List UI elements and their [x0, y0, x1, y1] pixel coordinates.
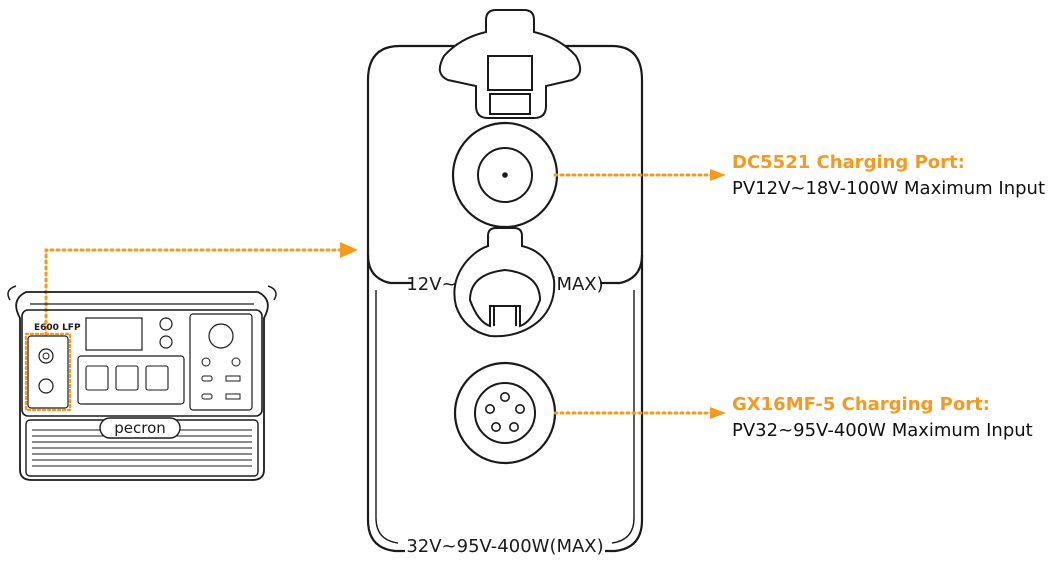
- callout-dc5521: DC5521 Charging Port: PV12V~18V-100W Max…: [732, 152, 1045, 200]
- device-model-label: E600 LFP: [34, 323, 81, 333]
- connector-lines: [44, 173, 714, 415]
- callout-gx16-title: GX16MF-5 Charging Port:: [732, 394, 990, 415]
- device-brand-logo: pecron: [114, 419, 166, 437]
- gx16-port-cover: [453, 227, 556, 338]
- power-station: [7, 285, 277, 481]
- callout-gx16-body: PV32~95V-400W Maximum Input: [732, 420, 1033, 441]
- lcd-display-icon: [85, 317, 143, 351]
- gx16-port-icon: [453, 361, 557, 465]
- callout-dc5521-title: DC5521 Charging Port:: [732, 152, 965, 173]
- connector-arrowheads: [340, 169, 726, 419]
- usb-port-icon: [201, 375, 241, 400]
- callout-dc5521-body: PV12V~18V-100W Maximum Input: [732, 178, 1046, 199]
- panel-bottom-label: 32V~95V-400W(MAX): [406, 536, 603, 557]
- input-panel: [366, 44, 644, 553]
- callout-gx16: GX16MF-5 Charging Port: PV32~95V-400W Ma…: [732, 394, 1033, 442]
- ac-outlet-icon: [85, 365, 169, 391]
- dc-port-icon: [451, 121, 559, 229]
- input-section-highlight: [24, 332, 72, 412]
- dc-port-cover: [438, 9, 582, 119]
